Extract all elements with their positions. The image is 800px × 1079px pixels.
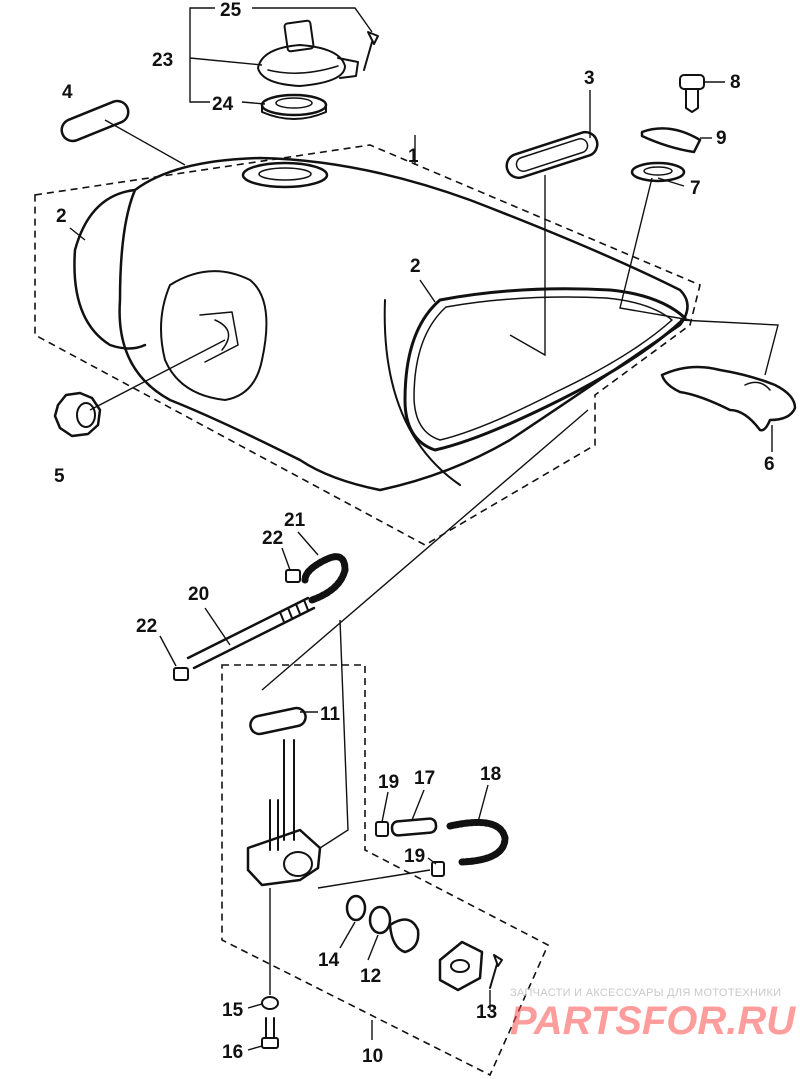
part-label-9: 9 [716, 128, 727, 149]
leader-14 [339, 921, 356, 949]
leader-19a [381, 791, 389, 823]
leader-19b [317, 857, 437, 889]
washer-14 [345, 894, 367, 922]
tank-group-outline [34, 144, 701, 546]
fuel-pipe-20 [186, 596, 316, 670]
leader-4 [104, 119, 186, 166]
part-label-11: 11 [320, 704, 341, 725]
part-label-8: 8 [730, 72, 741, 93]
screw-13 [489, 954, 503, 989]
leader-2b [419, 279, 436, 303]
part-label-5: 5 [54, 466, 65, 487]
part-label-21: 21 [284, 510, 306, 531]
clip-19a [375, 821, 389, 837]
gasket-11 [249, 706, 307, 736]
part-label-22: 22 [262, 528, 283, 549]
watermark-logo: PARTSFOR.RU [510, 999, 796, 1043]
washer-7 [630, 161, 686, 183]
part-label-14: 14 [318, 950, 340, 971]
part-label-4: 4 [62, 82, 73, 103]
lever-knob [388, 918, 420, 954]
part-label-12: 12 [360, 966, 381, 987]
part-label-6: 6 [764, 454, 775, 475]
damper-rubber [60, 99, 130, 143]
hose-17 [390, 817, 438, 837]
bracket-23-25 [189, 7, 215, 103]
fuel-tank [73, 156, 689, 492]
leader-7 [619, 177, 691, 321]
part-label-25: 25 [220, 0, 242, 21]
leader-6 [679, 319, 779, 452]
fuel-cock [246, 739, 322, 887]
oring-12 [368, 905, 392, 935]
part-label-16: 16 [222, 1042, 243, 1063]
washer-15 [261, 996, 279, 1010]
leader-18 [477, 784, 489, 823]
bracket-25-leader [252, 7, 373, 33]
part-label-22: 22 [136, 616, 157, 637]
part-label-2: 2 [56, 206, 67, 227]
cap-screw [363, 31, 379, 71]
part-label-13: 13 [476, 1002, 497, 1023]
petcock-group-outline [221, 664, 550, 1077]
watermark-tagline: ЗАПЧАСТИ И АКСЕССУАРЫ ДЛЯ МОТОТЕХНИКИ [510, 987, 781, 999]
leader-connect-tank [261, 409, 589, 849]
part-label-1: 1 [408, 146, 419, 167]
cover-plate [438, 940, 484, 992]
fuel-cap [257, 19, 359, 87]
clip-19b [431, 861, 445, 877]
part-label-17: 17 [414, 768, 435, 789]
bolt-8 [679, 74, 705, 113]
leader-5 [89, 339, 226, 411]
clip-22a [285, 569, 301, 583]
part-label-20: 20 [188, 584, 209, 605]
leader-3-down [509, 175, 546, 357]
leader-20 [204, 607, 231, 646]
leader-21 [297, 531, 319, 556]
leader-22a [281, 547, 291, 571]
plate-9 [640, 127, 702, 154]
part-label-23: 23 [152, 50, 173, 71]
leader-16 [247, 1045, 263, 1051]
bracket-23-leader [189, 57, 263, 66]
emblem [505, 130, 599, 180]
cap-nut [53, 391, 102, 438]
leader-15 [247, 888, 271, 1009]
part-label-7: 7 [690, 178, 701, 199]
part-label-2: 2 [410, 256, 421, 277]
part-label-10: 10 [362, 1046, 383, 1067]
part-label-18: 18 [480, 764, 501, 785]
cap-gasket [260, 93, 328, 120]
leader-2a [69, 227, 86, 241]
leader-12 [367, 934, 379, 961]
bolt-16 [261, 1017, 279, 1049]
part-label-3: 3 [584, 68, 595, 89]
leader-22b [159, 635, 177, 667]
part-label-19: 19 [404, 846, 425, 867]
leader-17 [411, 789, 425, 821]
clip-22b [173, 667, 189, 681]
part-label-24: 24 [212, 94, 234, 115]
part-label-15: 15 [222, 1000, 244, 1021]
part-label-19: 19 [378, 772, 399, 793]
hose-18 [446, 818, 509, 866]
hose-21 [301, 553, 349, 604]
tank-bracket [660, 365, 797, 432]
